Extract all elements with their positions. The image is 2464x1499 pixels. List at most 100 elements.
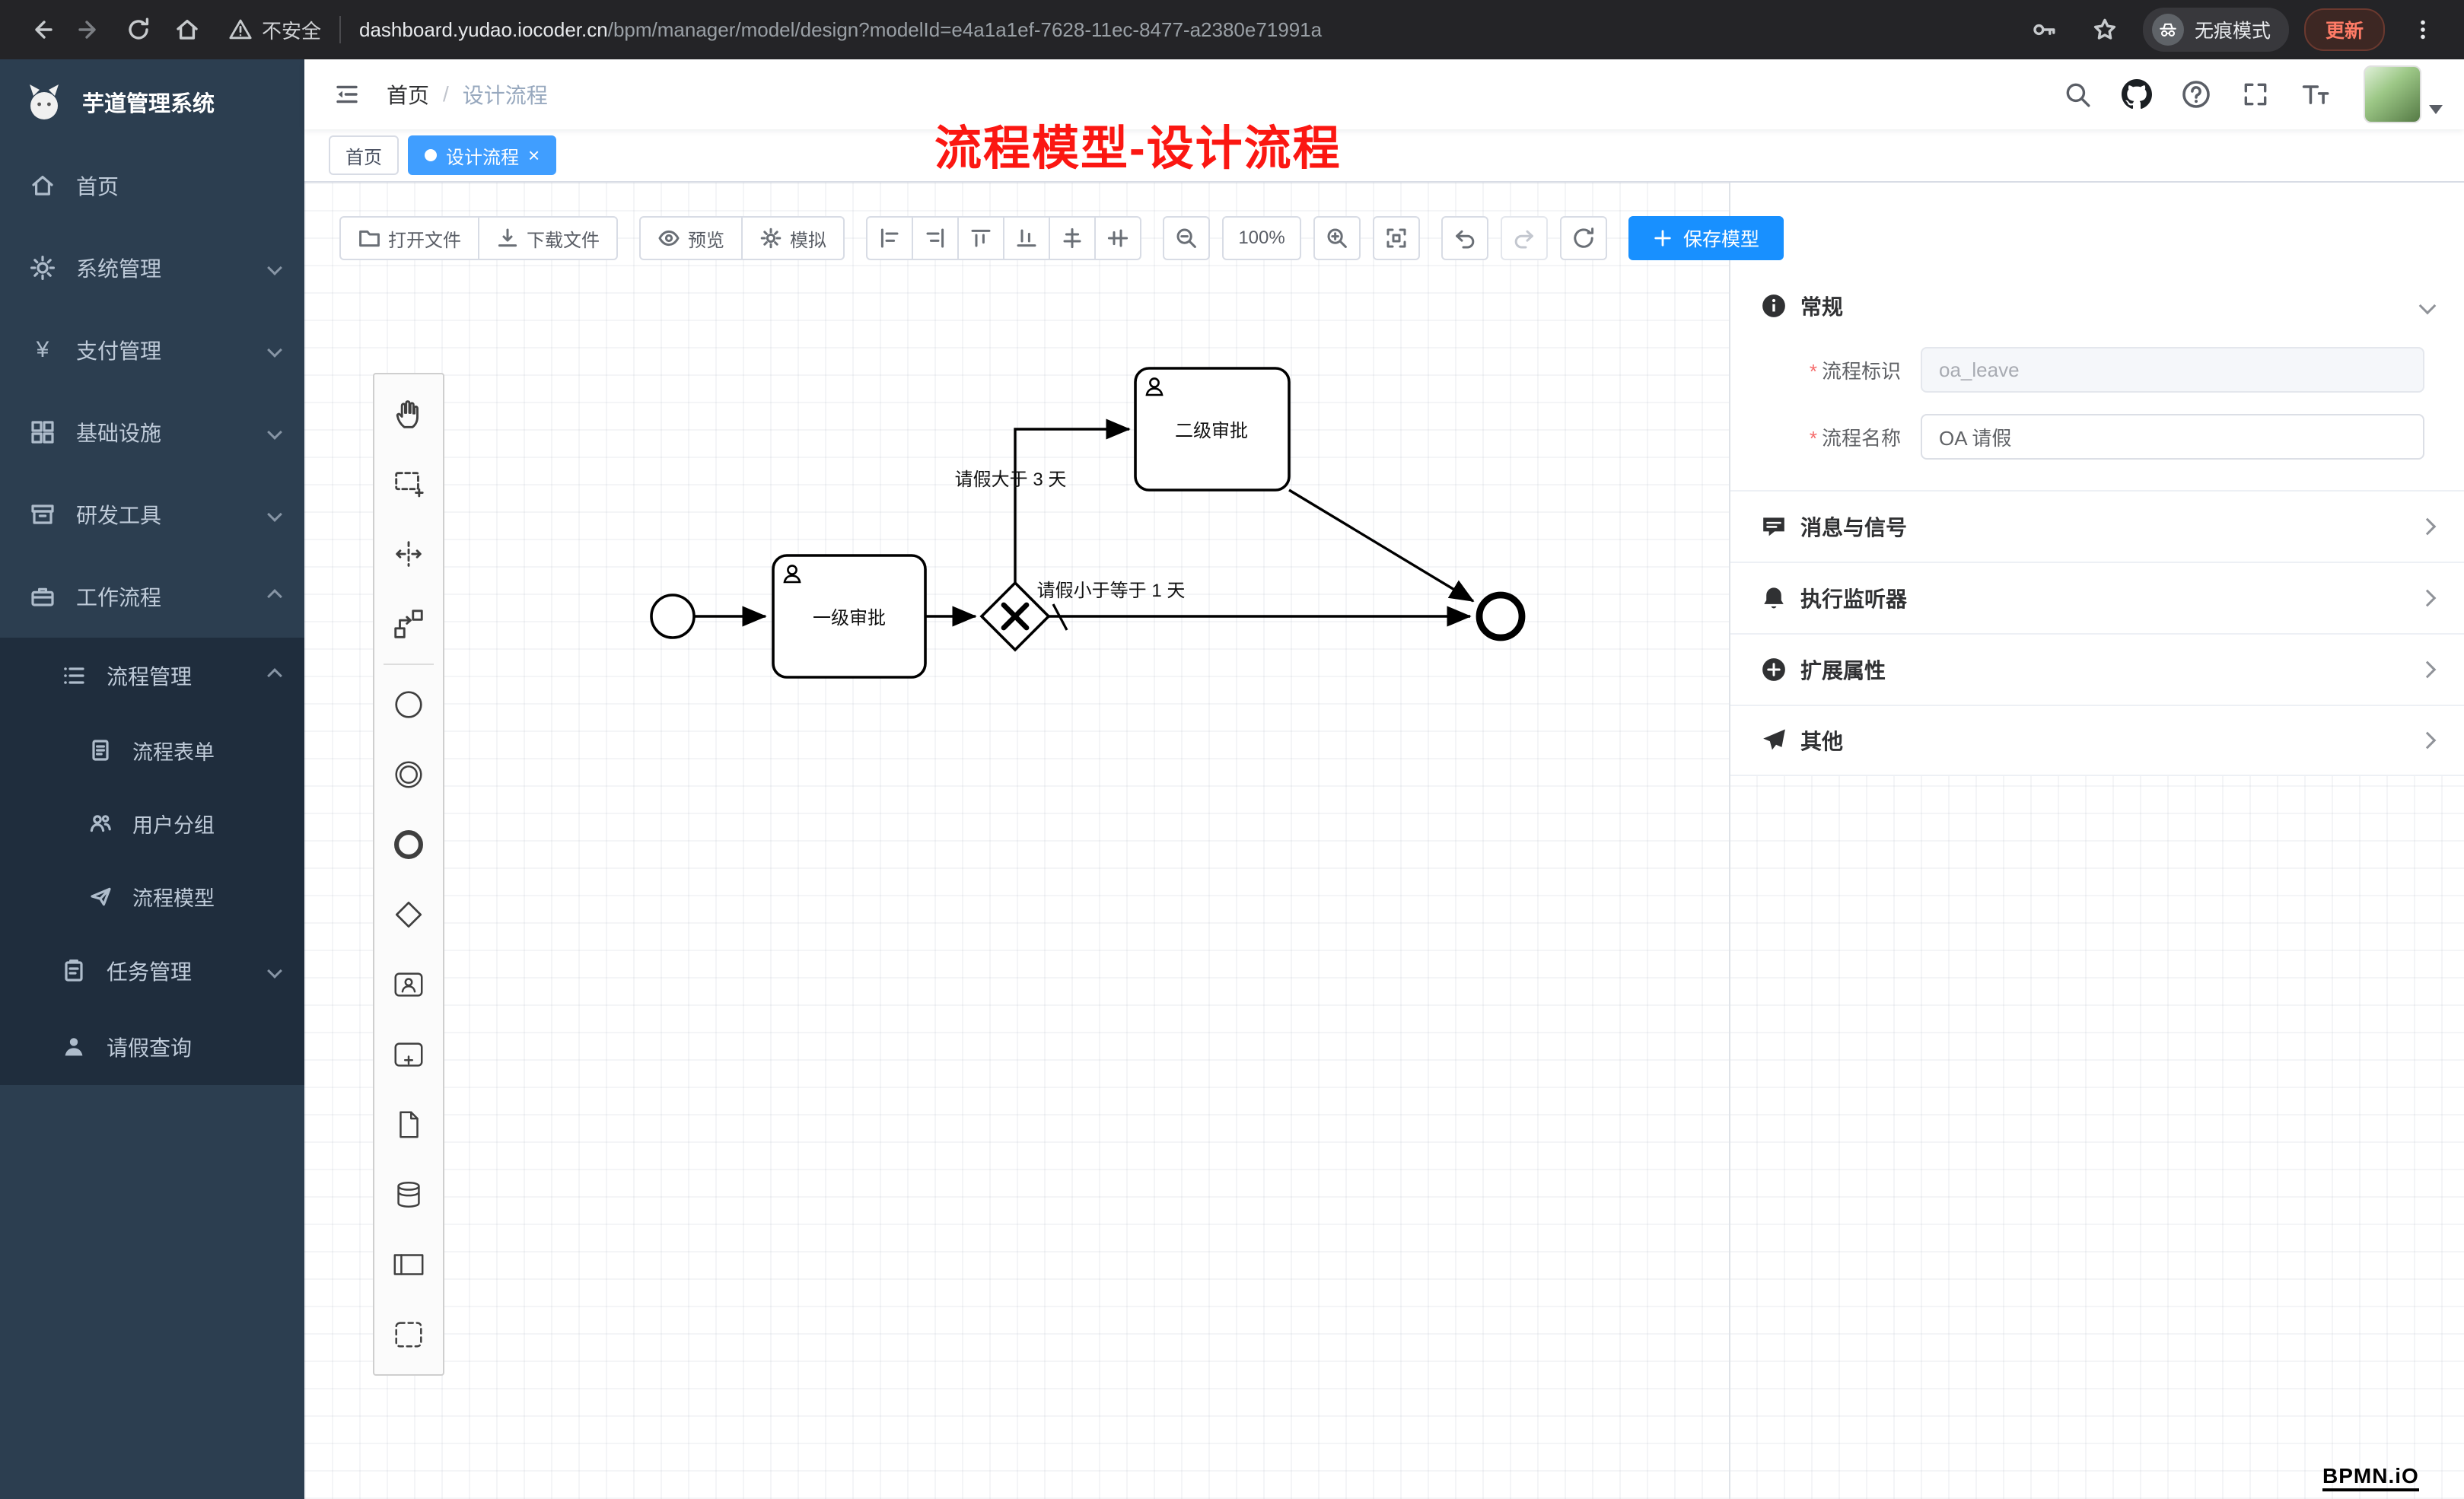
global-connect-tool[interactable]	[374, 589, 443, 659]
user-menu[interactable]	[2364, 65, 2443, 123]
flow-label-le1[interactable]: 请假小于等于 1 天	[1037, 581, 1186, 601]
sidebar-item-leave-query[interactable]: 请假查询	[0, 1009, 304, 1085]
bookmark-button[interactable]	[2082, 7, 2128, 53]
section-other[interactable]: 其他	[1730, 705, 2464, 776]
home-icon	[177, 19, 198, 40]
home-button[interactable]	[164, 7, 210, 53]
password-key-button[interactable]	[2021, 7, 2067, 53]
align-middle-button[interactable]	[1049, 216, 1096, 260]
data-store-icon	[397, 1182, 420, 1208]
undo-button[interactable]	[1441, 216, 1488, 260]
bpmn-io-watermark[interactable]: BPMN.iO	[2322, 1464, 2419, 1491]
site-security[interactable]: 不安全	[228, 16, 321, 44]
task1-label: 一级审批	[813, 608, 886, 629]
section-messages-signals[interactable]: 消息与信号	[1730, 490, 2464, 562]
section-general-header[interactable]: 常规	[1730, 280, 2464, 332]
hand-tool[interactable]	[374, 379, 443, 449]
button-label: 打开文件	[388, 230, 461, 251]
create-user-task[interactable]	[374, 950, 443, 1020]
sidebar-item-infra[interactable]: 基础设施	[0, 391, 304, 473]
exclusive-gateway[interactable]	[979, 581, 1051, 652]
search-button[interactable]	[2061, 78, 2094, 111]
task-second-approval[interactable]: 二级审批	[1134, 367, 1291, 492]
fullscreen-button[interactable]	[2239, 78, 2272, 111]
breadcrumb-home[interactable]: 首页	[387, 84, 430, 107]
sidebar-item-home[interactable]: 首页	[0, 145, 304, 227]
align-right-button[interactable]	[912, 216, 959, 260]
lasso-tool[interactable]	[374, 449, 443, 519]
back-button[interactable]	[18, 7, 64, 53]
forward-button[interactable]	[67, 7, 113, 53]
sidebar-item-payment[interactable]: ¥ 支付管理	[0, 309, 304, 391]
zoom-in-button[interactable]	[1313, 216, 1361, 260]
avatar[interactable]	[2364, 65, 2421, 123]
font-size-button[interactable]	[2298, 78, 2332, 111]
section-execution-listeners[interactable]: 执行监听器	[1730, 562, 2464, 633]
sidebar-item-process-model[interactable]: 流程模型	[0, 860, 304, 933]
align-left-button[interactable]	[866, 216, 913, 260]
end-event[interactable]	[1476, 591, 1526, 641]
browser-menu-button[interactable]	[2400, 7, 2446, 53]
process-key-input[interactable]	[1921, 347, 2424, 393]
create-gateway[interactable]	[374, 880, 443, 950]
open-file-button[interactable]: 打开文件	[339, 216, 479, 260]
tab-home[interactable]: 首页	[329, 135, 399, 175]
restart-button[interactable]	[1560, 216, 1607, 260]
bpmn-canvas[interactable]: 请假大于 3 天 请假小于等于 1 天 一级审批	[304, 183, 1729, 1499]
sidebar-item-process-mgmt[interactable]: 流程管理	[0, 638, 304, 714]
tab-design-process[interactable]: 设计流程 ×	[408, 135, 557, 175]
redo-button[interactable]	[1501, 216, 1548, 260]
zoom-out-button[interactable]	[1163, 216, 1210, 260]
align-top-button[interactable]	[957, 216, 1004, 260]
align-center-button[interactable]	[1094, 216, 1141, 260]
save-model-button[interactable]: 保存模型	[1628, 216, 1784, 260]
gateway-x-icon	[1001, 602, 1030, 631]
reload-button[interactable]	[116, 7, 161, 53]
end-event-icon	[394, 830, 423, 859]
create-group[interactable]	[374, 1300, 443, 1370]
github-button[interactable]	[2120, 78, 2154, 111]
create-intermediate-event[interactable]	[374, 740, 443, 810]
sidebar-item-task-mgmt[interactable]: 任务管理	[0, 933, 304, 1009]
flow-label-gt3[interactable]: 请假大于 3 天	[955, 469, 1067, 490]
collapse-sidebar-button[interactable]	[323, 70, 371, 119]
flow-task2-to-end[interactable]	[1288, 489, 1475, 603]
sidebar-item-devtools[interactable]: 研发工具	[0, 473, 304, 555]
sidebar-item-user-group[interactable]: 用户分组	[0, 787, 304, 860]
create-subprocess[interactable]	[374, 1020, 443, 1090]
process-name-input[interactable]	[1921, 414, 2424, 460]
preview-button[interactable]: 预览	[639, 216, 743, 260]
undo-icon	[1456, 230, 1475, 249]
sidebar-item-system[interactable]: 系统管理	[0, 227, 304, 309]
create-data-store[interactable]	[374, 1160, 443, 1230]
create-participant[interactable]	[374, 1230, 443, 1300]
sidebar-item-label: 流程表单	[132, 740, 215, 764]
flow-gateway-to-task2[interactable]	[1014, 419, 1131, 583]
sidebar-item-label: 支付管理	[76, 339, 162, 363]
help-button[interactable]	[2179, 78, 2213, 111]
zoom-out-icon	[1176, 228, 1196, 248]
section-extended-attributes[interactable]: 扩展属性	[1730, 633, 2464, 705]
create-data-object[interactable]	[374, 1090, 443, 1160]
simulate-gear-icon	[760, 228, 782, 249]
download-file-button[interactable]: 下载文件	[478, 216, 618, 260]
space-tool[interactable]	[374, 519, 443, 589]
create-start-event[interactable]	[374, 670, 443, 740]
chevron-down-icon	[2418, 297, 2437, 315]
address-bar[interactable]: dashboard.yudao.iocoder.cn/bpm/manager/m…	[359, 18, 2000, 42]
create-end-event[interactable]	[374, 810, 443, 880]
task-first-approval[interactable]: 一级审批	[772, 554, 927, 679]
fullscreen-icon	[2244, 83, 2267, 106]
navbar-actions	[2061, 65, 2443, 123]
sidebar-item-workflow[interactable]: 工作流程	[0, 555, 304, 638]
zoom-reset-button[interactable]	[1373, 216, 1420, 260]
reload-icon	[129, 18, 149, 40]
sidebar-item-process-form[interactable]: 流程表单	[0, 714, 304, 787]
sidebar-item-label: 系统管理	[76, 257, 162, 281]
close-tab-icon[interactable]: ×	[528, 144, 540, 167]
simulate-button[interactable]: 模拟	[741, 216, 845, 260]
browser-update-button[interactable]: 更新	[2303, 8, 2385, 51]
zoom-level-display[interactable]: 100%	[1222, 216, 1301, 260]
align-bottom-button[interactable]	[1003, 216, 1050, 260]
start-event[interactable]	[650, 594, 696, 639]
